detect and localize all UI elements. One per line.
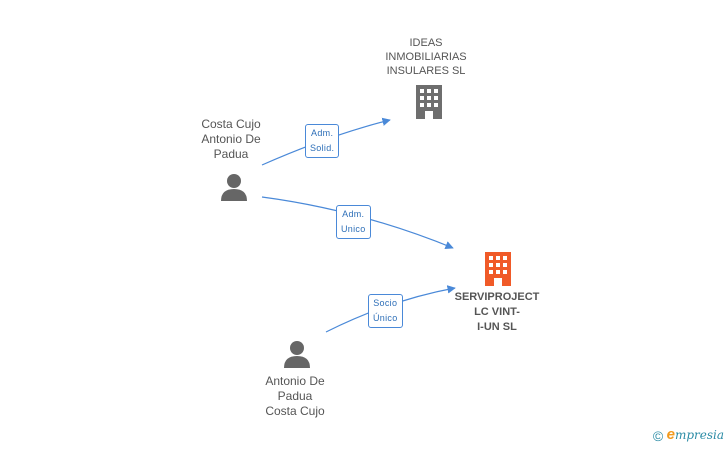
company-ideas-line-3: INSULARES SL xyxy=(386,65,466,77)
company-main-line-2: LC VINT- xyxy=(474,306,520,318)
brand-rest: mpresia xyxy=(674,428,724,443)
person2-line-1: Antonio De xyxy=(265,374,325,388)
company-ideas-line-1: IDEAS xyxy=(409,37,443,49)
person1-line-1: Costa Cujo xyxy=(201,117,261,131)
person1-line-2: Antonio De xyxy=(201,132,261,146)
company-ideas-line-2: INMOBILIARIAS xyxy=(385,51,467,63)
person-antonio-de-padua-label[interactable]: Antonio De Padua Costa Cujo xyxy=(245,374,345,419)
badge-line-1: Adm. xyxy=(342,209,365,219)
badge-line-1: Adm. xyxy=(311,128,334,138)
company-serviproject-label[interactable]: SERVIPROJECT LC VINT- I-UN SL xyxy=(446,290,548,335)
badge-line-2: Solid. xyxy=(310,143,335,153)
badge-line-1: Socio xyxy=(373,298,398,308)
badge-line-2: Único xyxy=(373,313,398,323)
edge-badge-adm-solid[interactable]: Adm. Solid. xyxy=(305,124,340,158)
person-icon[interactable] xyxy=(219,172,249,202)
company-main-line-1: SERVIPROJECT xyxy=(454,291,540,303)
empresia-logo: © empresia xyxy=(653,426,724,444)
brand-e: e xyxy=(666,426,675,444)
building-icon[interactable] xyxy=(413,84,445,120)
company-ideas-label[interactable]: IDEAS INMOBILIARIAS INSULARES SL xyxy=(376,36,476,78)
person2-line-2: Padua xyxy=(277,389,313,403)
building-icon[interactable] xyxy=(482,251,514,287)
person1-line-3: Padua xyxy=(213,147,249,161)
person-costa-cujo-label[interactable]: Costa Cujo Antonio De Padua xyxy=(181,117,281,162)
edge-badge-socio-unico[interactable]: Socio Único xyxy=(368,294,403,328)
badge-line-2: Unico xyxy=(341,224,366,234)
edge-badge-adm-unico[interactable]: Adm. Unico xyxy=(336,205,371,239)
company-main-line-3: I-UN SL xyxy=(477,321,517,333)
person-icon[interactable] xyxy=(282,339,312,369)
person2-line-3: Costa Cujo xyxy=(265,404,325,418)
copyright-icon: © xyxy=(652,428,664,444)
